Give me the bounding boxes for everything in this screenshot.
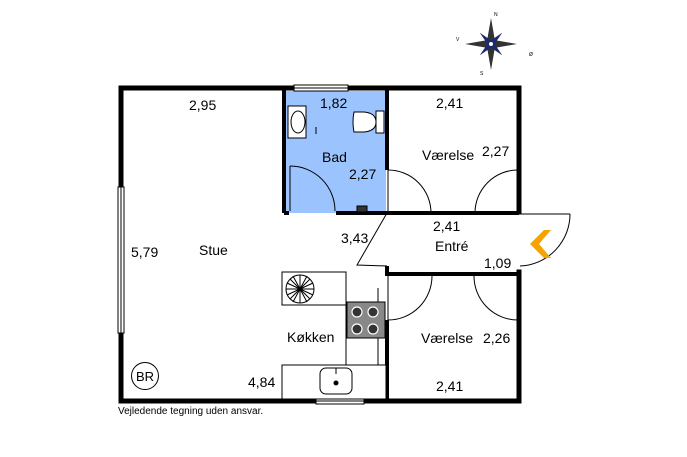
bathroom-fixtures bbox=[287, 105, 385, 213]
stue-width-label: 2,95 bbox=[189, 97, 217, 113]
entre-width-label: 2,41 bbox=[433, 218, 461, 234]
entre-extra-label: 3,43 bbox=[341, 230, 369, 246]
stove-icon bbox=[351, 306, 379, 335]
bad-depth-label: 2,27 bbox=[349, 166, 377, 182]
entre-depth-label: 1,09 bbox=[484, 255, 512, 271]
vaerelse-bottom-room-name: Værelse bbox=[421, 330, 474, 346]
door-swings bbox=[289, 165, 571, 321]
vaerelse-top-depth-label: 2,27 bbox=[482, 143, 510, 159]
compass-south-label: S bbox=[480, 71, 484, 77]
stue-room-name: Stue bbox=[199, 242, 228, 258]
bad-room-name: Bad bbox=[322, 149, 347, 165]
vaerelse-top-width-label: 2,41 bbox=[436, 95, 464, 111]
interior-walls bbox=[282, 90, 519, 400]
compass-east-label: Ø bbox=[529, 52, 533, 58]
br-badge: BR bbox=[131, 362, 159, 390]
compass-icon bbox=[465, 18, 517, 70]
vaerelse-bottom-width-label: 2,41 bbox=[436, 378, 464, 394]
vaerelse-top-room-name: Værelse bbox=[422, 147, 475, 163]
disclaimer-text: Vejledende tegning uden ansvar. bbox=[118, 406, 264, 417]
koekken-room-name: Køkken bbox=[287, 329, 335, 345]
entrance-arrow-icon bbox=[530, 230, 551, 258]
vaerelse-bottom-depth-label: 2,26 bbox=[483, 330, 511, 346]
toilet-icon bbox=[352, 111, 377, 133]
stue-depth-label: 5,79 bbox=[131, 244, 159, 260]
outer-walls bbox=[118, 85, 522, 404]
fan-icon bbox=[285, 274, 315, 304]
compass-north-label: N bbox=[494, 12, 498, 18]
bad-width-label: 1,82 bbox=[320, 95, 348, 111]
compass-west-label: V bbox=[456, 37, 460, 43]
koekken-width-label: 4,84 bbox=[248, 374, 276, 390]
entre-room-name: Entré bbox=[435, 238, 469, 254]
kitchen-sink-icon bbox=[319, 367, 353, 395]
floor-drain-icon bbox=[356, 205, 368, 213]
